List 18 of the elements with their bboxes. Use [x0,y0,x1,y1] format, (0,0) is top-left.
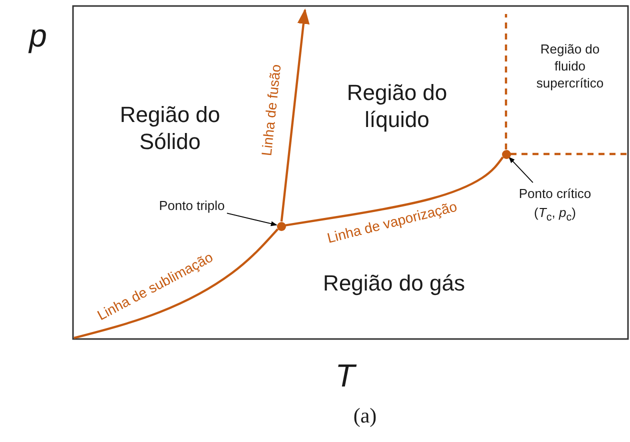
figure-caption: (a) [353,404,377,428]
phase-boundary-curve [285,156,504,226]
region-label: Região do Sólido [118,101,222,155]
region-label: Região do gás [323,270,465,296]
point-annotation: Ponto crítico (T$_{c}$, p$_{c}$) [509,184,601,228]
region-label: Região do líquido [346,79,448,133]
point-annotation: Ponto triplo [159,196,225,214]
region-label: Região do fluido supercrítico [535,40,605,92]
leader-line [226,212,278,226]
axis-label: T [335,358,355,394]
leader-line [508,156,534,183]
axis-label: p [29,18,47,54]
phase-point-dot [276,222,286,230]
phase-boundary-dashed [504,14,508,150]
phase-boundary-curve [280,8,310,222]
phase-boundary-dashed [510,152,628,156]
phase-point-dot [502,150,510,158]
phase-boundary-curve [74,228,279,340]
